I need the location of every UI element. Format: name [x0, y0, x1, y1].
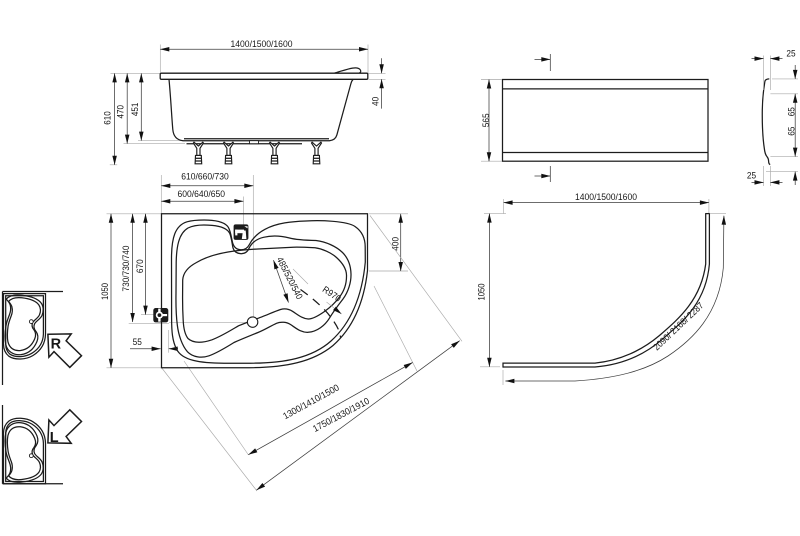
svg-text:451: 451	[130, 103, 140, 117]
svg-text:R: R	[51, 337, 62, 353]
svg-text:65: 65	[786, 127, 796, 136]
svg-text:1050: 1050	[100, 283, 110, 300]
svg-text:1400/1500/1600: 1400/1500/1600	[231, 39, 293, 49]
svg-text:L: L	[50, 430, 59, 446]
svg-text:R970: R970	[321, 284, 343, 303]
svg-text:25: 25	[747, 171, 756, 181]
svg-text:600/640/650: 600/640/650	[178, 189, 226, 199]
svg-text:730/730/740: 730/730/740	[121, 246, 131, 292]
svg-text:1400/1500/1600: 1400/1500/1600	[575, 192, 637, 202]
svg-text:610: 610	[102, 111, 112, 125]
svg-text:470: 470	[115, 105, 125, 119]
svg-text:25: 25	[786, 49, 795, 59]
svg-text:55: 55	[133, 337, 142, 347]
svg-text:610/660/730: 610/660/730	[181, 172, 229, 182]
svg-text:485/520/540: 485/520/540	[275, 255, 305, 301]
svg-text:565: 565	[481, 113, 491, 127]
svg-text:65: 65	[786, 107, 796, 116]
svg-text:1050: 1050	[476, 284, 486, 301]
svg-text:400: 400	[391, 237, 401, 251]
svg-text:40: 40	[371, 97, 381, 106]
svg-text:2090/ 2168/ 2287: 2090/ 2168/ 2287	[651, 300, 705, 352]
svg-text:670: 670	[135, 259, 145, 273]
